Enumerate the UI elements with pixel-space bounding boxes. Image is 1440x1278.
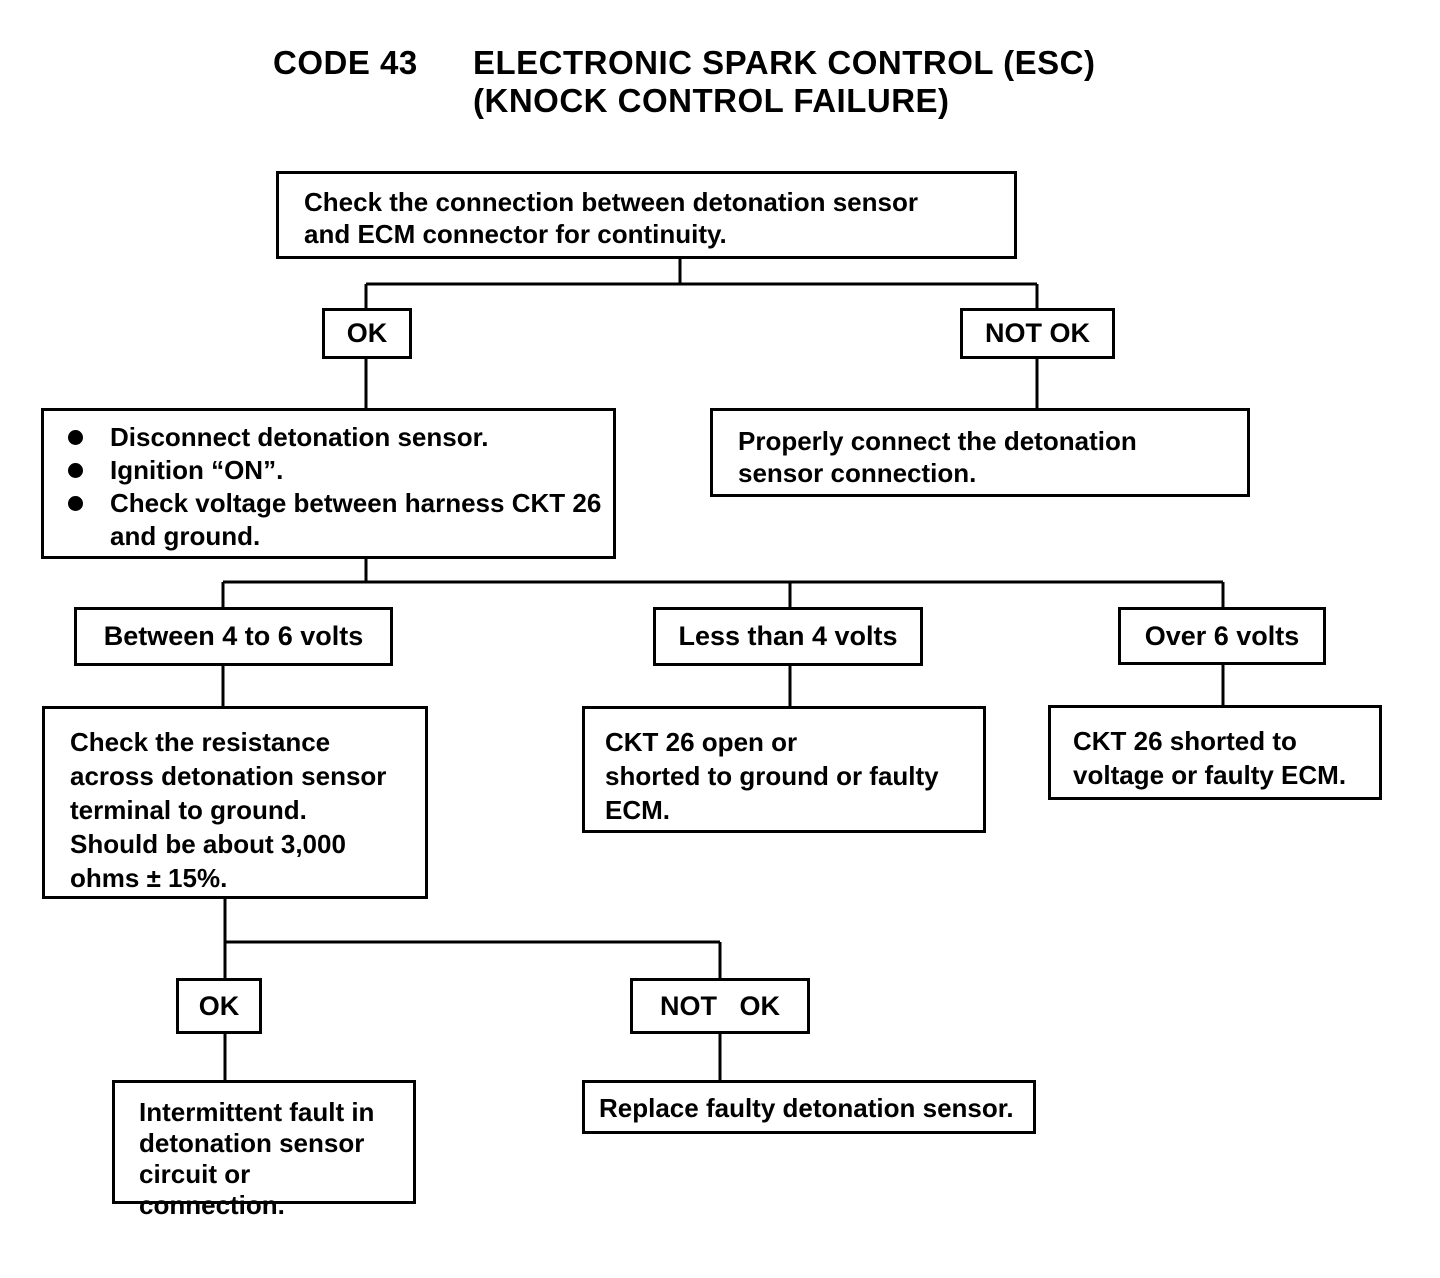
- over-6-volts-box: Over 6 volts: [1118, 607, 1326, 665]
- bullet-icon: [68, 463, 83, 478]
- ckt-26-shorted-box: CKT 26 shorted to voltage or faulty ECM.: [1048, 705, 1382, 800]
- properly-connect-line2: sensor connection.: [738, 458, 977, 488]
- test-steps-list: Disconnect detonation sensor. Ignition “…: [44, 411, 613, 553]
- properly-connect-line1: Properly connect the detonation: [738, 426, 1137, 456]
- step-disconnect-text: Disconnect detonation sensor.: [110, 422, 489, 452]
- between-4-6-volts-box: Between 4 to 6 volts: [74, 607, 393, 666]
- ckt-26-open-line1: CKT 26 open or: [605, 727, 798, 757]
- check-resistance-box: Check the resistance across detonation s…: [42, 706, 428, 899]
- replace-sensor-box: Replace faulty detonation sensor.: [582, 1080, 1036, 1134]
- test-steps-box: Disconnect detonation sensor. Ignition “…: [41, 408, 616, 559]
- ckt-26-shorted-line1: CKT 26 shorted to: [1073, 726, 1297, 756]
- not-ok-box-2: NOT OK: [630, 978, 810, 1034]
- check-connection-line2: and ECM connector for continuity.: [304, 219, 727, 249]
- ok-box-1: OK: [322, 308, 412, 359]
- ckt-26-open-line2: shorted to ground or faulty: [605, 761, 939, 791]
- intermittent-fault-box: Intermittent fault in detonation sensor …: [112, 1080, 416, 1220]
- not-ok-box-1: NOT OK: [960, 308, 1115, 359]
- less-than-4-volts-box: Less than 4 volts: [653, 607, 923, 666]
- bullet-icon: [68, 496, 83, 511]
- step-check-voltage: Check voltage between harness CKT 26 and…: [68, 487, 603, 553]
- properly-connect-box: Properly connect the detonation sensor c…: [710, 408, 1250, 497]
- ckt-26-shorted-line2: voltage or faulty ECM.: [1073, 760, 1347, 790]
- diagram-title-line2: (KNOCK CONTROL FAILURE): [473, 82, 950, 119]
- intermittent-line3: circuit or connection.: [139, 1159, 285, 1220]
- check-resistance-line5: ohms ± 15%.: [70, 863, 228, 893]
- diagram-title-line1: ELECTRONIC SPARK CONTROL (ESC): [473, 44, 1096, 81]
- ckt-26-open-line3: ECM.: [605, 795, 670, 825]
- ok-box-2: OK: [176, 978, 262, 1034]
- step-ignition-text: Ignition “ON”.: [110, 455, 284, 485]
- check-resistance-line3: terminal to ground.: [70, 795, 307, 825]
- bullet-icon: [68, 430, 83, 445]
- step-disconnect: Disconnect detonation sensor.: [68, 421, 603, 454]
- check-resistance-line1: Check the resistance: [70, 727, 331, 757]
- check-connection-box: Check the connection between detonation …: [276, 171, 1017, 259]
- ckt-26-open-box: CKT 26 open or shorted to ground or faul…: [582, 706, 986, 833]
- step-ignition: Ignition “ON”.: [68, 454, 603, 487]
- intermittent-line2: detonation sensor: [139, 1128, 365, 1158]
- check-resistance-line4: Should be about 3,000: [70, 829, 346, 859]
- diagram-code-label: CODE 43: [273, 44, 418, 81]
- step-check-voltage-text: Check voltage between harness CKT 26 and…: [110, 488, 602, 551]
- intermittent-line1: Intermittent fault in: [139, 1097, 375, 1127]
- check-resistance-line2: across detonation sensor: [70, 761, 387, 791]
- check-connection-line1: Check the connection between detonation …: [304, 187, 918, 217]
